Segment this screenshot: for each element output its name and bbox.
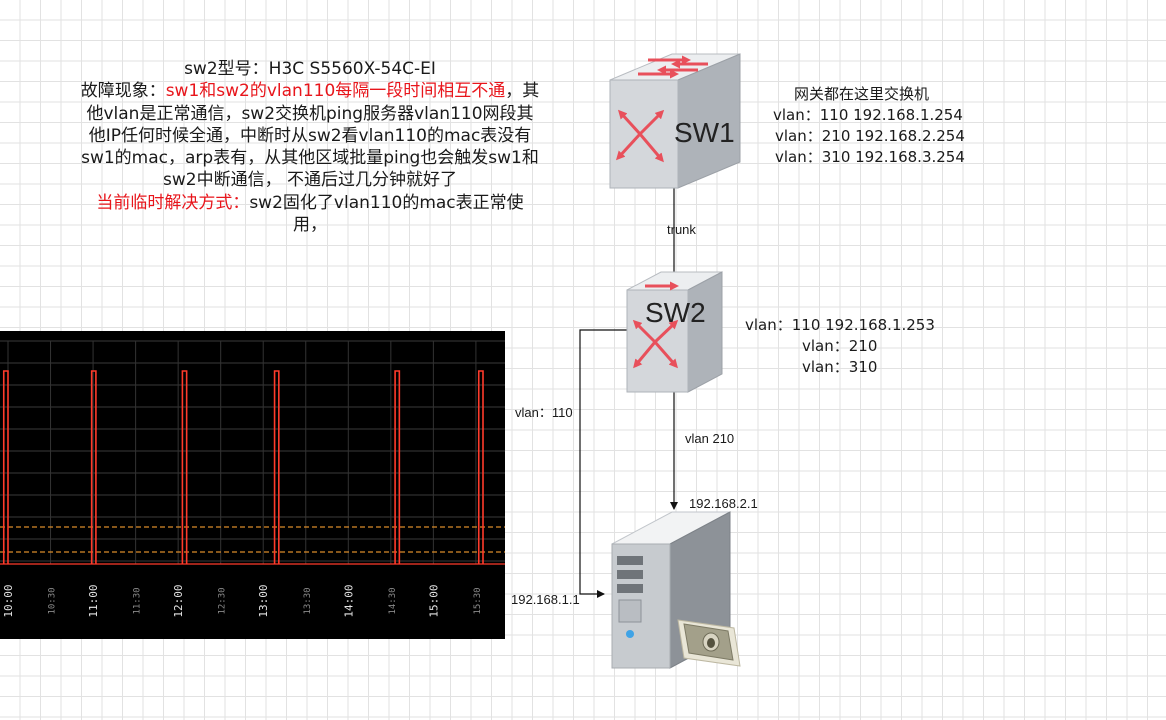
x-tick-label: 15:30 [473, 587, 483, 614]
outage-spike [2, 370, 9, 564]
trunk-label: trunk [667, 222, 696, 237]
fault-highlight: sw1和sw2的vlan110每隔一段时间相互不通 [165, 81, 506, 102]
x-tick-label: 15:00 [427, 584, 440, 617]
solution-text: sw2固化了vlan110的mac表正常使用， [249, 192, 524, 236]
sw1-gateway-note: 网关都在这里交换机 [794, 85, 930, 103]
x-tick-label: 12:00 [172, 584, 185, 617]
sw1-vlan310: vlan：310 192.168.3.254 [775, 148, 965, 166]
chart-x-ticks: 10:00 10:30 11:00 11:30 12:00 12:30 13:00 13:30… [2, 584, 483, 617]
x-tick-label: 10:30 [48, 587, 58, 614]
outage-spike [477, 370, 484, 564]
x-tick-label: 11:30 [133, 587, 143, 614]
chart-grid [0, 340, 505, 564]
x-tick-label: 10:00 [2, 584, 15, 617]
vlan110-link [579, 329, 630, 598]
x-tick-label: 14:00 [342, 584, 355, 617]
sw2-label: SW2 [645, 297, 706, 328]
server-ip-110: 192.168.1.1 [511, 592, 580, 607]
x-tick-label: 11:00 [87, 584, 100, 617]
x-tick-label: 13:30 [303, 587, 313, 614]
model-line: sw2型号：H3C S5560X-54C-EI [184, 59, 436, 79]
x-tick-label: 13:00 [257, 584, 270, 617]
sw1-info-block: 网关都在这里交换机 vlan：110 192.168.1.254 vlan：21… [773, 84, 965, 168]
sw2-switch-icon[interactable]: SW2 [626, 271, 723, 393]
fault-description: sw2型号：H3C S5560X-54C-EI 故障现象：sw1和sw2的vla… [80, 58, 540, 236]
sw2-vlan210: vlan：210 [802, 337, 878, 355]
x-tick-label: 14:30 [388, 587, 398, 614]
vlan210-label: vlan 210 [685, 431, 735, 446]
chart-thresholds [0, 526, 505, 553]
x-tick-label: 12:30 [218, 587, 228, 614]
sw1-label: SW1 [674, 117, 735, 148]
fault-detail: ，其他vlan是正常通信，sw2交换机ping服务器vlan110网段其他IP任… [81, 81, 540, 191]
outage-spike [273, 370, 280, 564]
ping-monitor-chart: 10:00 10:30 11:00 11:30 12:00 12:30 13:00 13:30… [0, 331, 505, 639]
solution-label: 当前临时解决方式： [96, 192, 250, 213]
money-bill-icon [677, 619, 741, 667]
vlan110-label: vlan：110 [515, 405, 573, 420]
sw2-vlan310: vlan：310 [802, 358, 878, 376]
sw1-vlan110: vlan：110 192.168.1.254 [773, 106, 963, 124]
outage-series [0, 370, 505, 565]
fault-label: 故障现象： [80, 81, 166, 102]
sw1-switch-icon[interactable]: SW1 [609, 53, 741, 189]
outage-spike [394, 370, 401, 564]
sw1-vlan210: vlan：210 192.168.2.254 [775, 127, 965, 145]
outage-spike [181, 370, 188, 564]
power-led-icon [626, 630, 634, 638]
server-ip-210: 192.168.2.1 [689, 496, 758, 511]
outage-spike [90, 370, 97, 564]
sw2-vlan110: vlan：110 192.168.1.253 [745, 316, 935, 334]
sw2-info-block: vlan：110 192.168.1.253 vlan：210 vlan：310 [745, 315, 935, 378]
